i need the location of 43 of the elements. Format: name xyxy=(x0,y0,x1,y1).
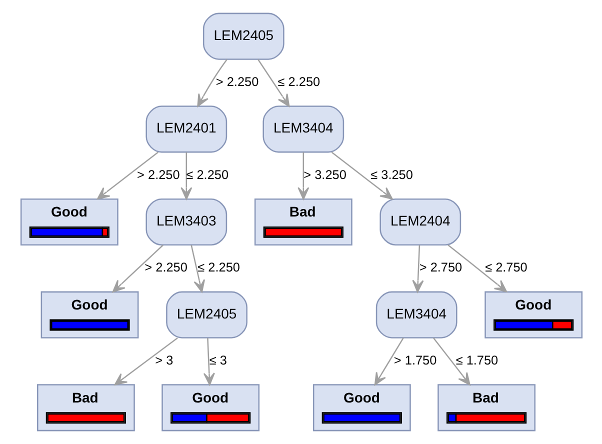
edge-label: > 2.250 xyxy=(215,74,258,89)
arrow xyxy=(412,245,424,293)
arrow xyxy=(190,245,205,293)
edge-label: > 2.250 xyxy=(144,260,187,275)
arrow xyxy=(432,338,470,386)
node-box: LEM3404 xyxy=(375,291,457,338)
node-box: LEM2401 xyxy=(145,106,227,153)
edge-label: ≤ 2.750 xyxy=(484,260,527,275)
arrow xyxy=(330,152,392,200)
node-box: LEM2405 xyxy=(166,291,247,338)
arrow xyxy=(114,337,178,386)
arrow xyxy=(202,338,214,386)
edge-label: ≤ 2.250 xyxy=(197,260,240,275)
arrow xyxy=(447,244,507,292)
node-box: LEM3403 xyxy=(145,198,227,246)
node-box: Bad xyxy=(254,198,352,246)
edge-label: > 3 xyxy=(154,352,173,368)
node-box: Good xyxy=(40,291,138,338)
node-box: Bad xyxy=(437,384,535,432)
arrow xyxy=(257,59,290,107)
edge-label: > 2.250 xyxy=(136,166,180,182)
edge-label: ≤ 3 xyxy=(208,352,226,368)
arrow xyxy=(196,59,227,107)
node-box: Good xyxy=(312,384,410,432)
edge-label: > 1.750 xyxy=(393,352,436,368)
node-box: LEM2404 xyxy=(379,198,461,246)
arrow xyxy=(297,152,309,200)
edge-label: ≤ 1.750 xyxy=(455,352,498,368)
node-box: Good xyxy=(484,291,582,338)
arrow xyxy=(180,152,192,200)
edge-label: > 2.750 xyxy=(418,260,462,275)
node-box: Bad xyxy=(36,384,134,432)
edge-label: > 3.250 xyxy=(303,166,346,182)
arrow xyxy=(112,244,163,293)
edge-label: ≤ 2.250 xyxy=(186,166,228,182)
node-box: LEM3404 xyxy=(262,106,344,153)
node-box: Good xyxy=(161,384,260,432)
arrow xyxy=(96,152,158,200)
node-box: LEM2405 xyxy=(202,12,284,60)
edge-label: ≤ 3.250 xyxy=(370,166,412,182)
node-box: Good xyxy=(20,198,118,246)
edge-label: ≤ 2.250 xyxy=(277,74,320,89)
arrow xyxy=(374,338,404,386)
